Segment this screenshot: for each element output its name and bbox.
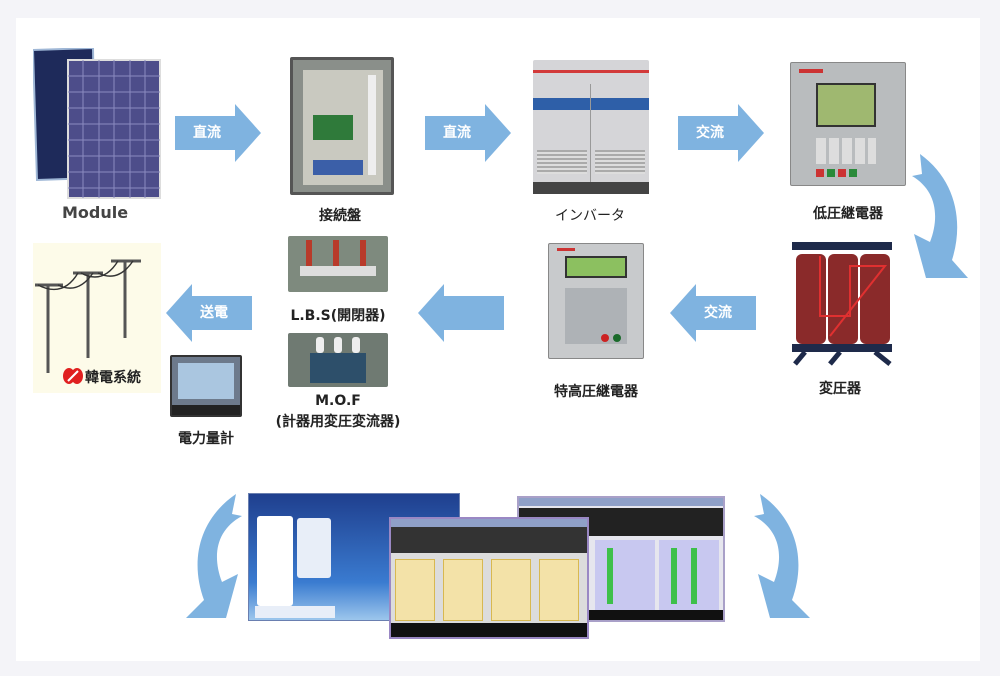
flow-arrow-left-unlabeled [418, 284, 504, 342]
monitoring-curved-arrow-right [748, 490, 820, 620]
flow-arrow-dc-1: 直流 [175, 104, 261, 162]
node-label-lbs: L.B.S(開閉器) [290, 308, 386, 324]
flow-arrow-ac-1: 交流 [678, 104, 764, 162]
node-label-grid: 韓電系統 [85, 370, 141, 386]
flow-arrow-label: 交流 [704, 305, 732, 321]
node-label-module: Module [61, 203, 129, 222]
node-label-low-voltage-relay: 低圧継電器 [813, 206, 883, 222]
low-voltage-relay-image [790, 62, 906, 186]
mof-image [288, 333, 388, 387]
flow-arrow-label: 交流 [696, 125, 724, 141]
inverter-image [533, 60, 649, 194]
transformer-image [790, 236, 894, 366]
node-label-power-meter: 電力量計 [178, 431, 234, 447]
junction-box-image [290, 57, 394, 195]
grid-image: 韓電系統 [33, 243, 161, 393]
solar-module-image [31, 46, 163, 200]
flow-arrow-label: 直流 [193, 125, 221, 141]
lbs-image [288, 236, 388, 292]
monitoring-curved-arrow-left [176, 490, 248, 620]
kepco-logo-icon [63, 367, 83, 385]
node-label-inverter: インバータ [555, 208, 625, 224]
node-label-mof: M.O.F [315, 393, 361, 409]
monitoring-inverter-panel-screen [389, 517, 589, 639]
node-label-mof-desc: (計器用変圧変流器) [275, 414, 401, 430]
flow-arrow-label: 直流 [443, 125, 471, 141]
node-label-junction-box: 接続盤 [319, 208, 361, 224]
flow-arrow-ac-2: 交流 [670, 284, 756, 342]
node-label-extra-high-voltage-relay: 特高圧継電器 [554, 384, 638, 400]
flow-arrow-transmission: 送電 [166, 284, 252, 342]
power-meter-image [170, 355, 242, 417]
flow-arrow-label: 送電 [200, 305, 228, 321]
node-label-transformer: 変圧器 [819, 381, 861, 397]
extra-high-voltage-relay-image [548, 243, 644, 359]
flow-curved-arrow-down [908, 150, 973, 280]
flow-arrow-dc-2: 直流 [425, 104, 511, 162]
